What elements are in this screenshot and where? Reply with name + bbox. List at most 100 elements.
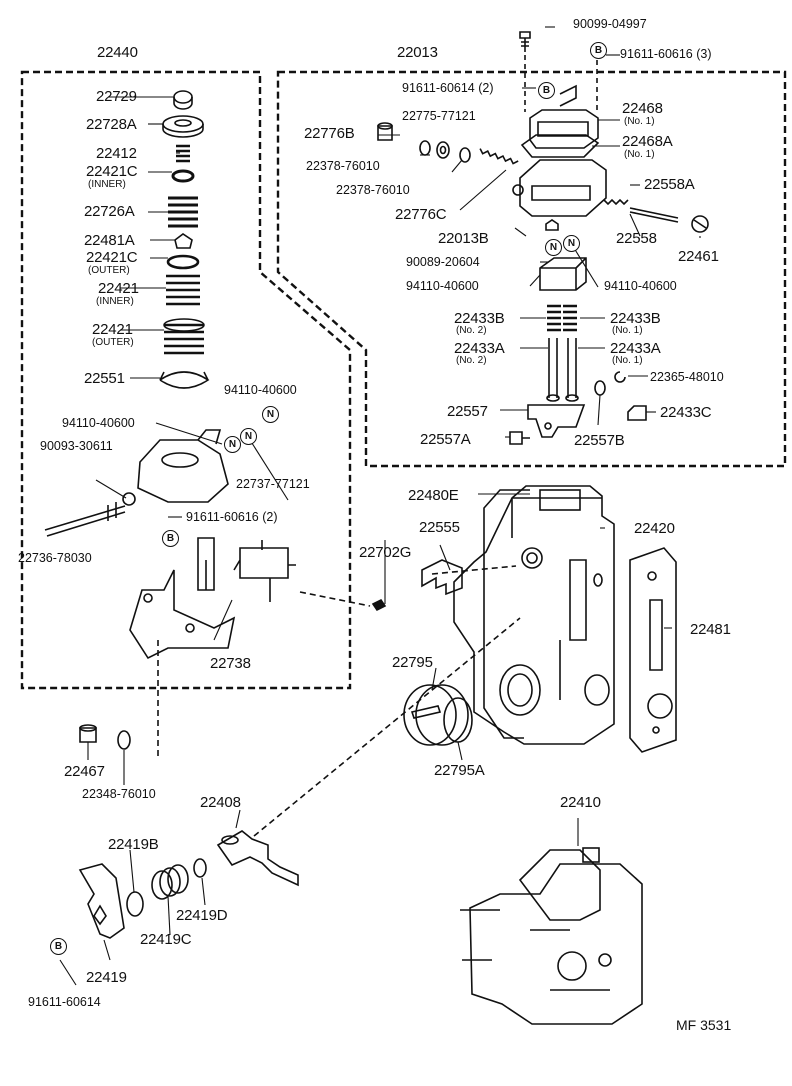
part-22776B-drawing (377, 122, 393, 141)
bracket-22736-assembly-drawing (44, 429, 229, 537)
washer-22557B-drawing (594, 380, 606, 396)
label-94110-d: 94110-40600 (604, 279, 677, 293)
housing-22420-drawing (453, 485, 615, 745)
label-22013B: 22013B (438, 230, 489, 247)
label-91611-60616-3: 91611-60616 (3) (620, 47, 712, 61)
label-22419B: 22419B (108, 836, 159, 853)
ring-22348-drawing (117, 730, 131, 750)
nut-22481A-drawing (174, 233, 193, 249)
footer-code: MF 3531 (676, 1017, 732, 1033)
label-22419D: 22419D (176, 907, 228, 924)
nut-badge-n-5: N (563, 235, 580, 252)
retainer-22728A-drawing (162, 115, 204, 138)
label-22378-a: 22378-76010 (306, 159, 380, 173)
nut-badge-n-1: N (262, 406, 279, 423)
bolt-22557A-drawing (509, 431, 530, 445)
label-22433A-no1: 22433A (610, 340, 661, 357)
label-22729: 22729 (96, 88, 137, 105)
gasket-22468A-drawing (520, 134, 600, 158)
label-outer-1: (OUTER) (88, 265, 130, 276)
label-22468A: 22468A (622, 133, 673, 150)
label-22348: 22348-76010 (82, 787, 156, 801)
label-no1-a: (No. 1) (624, 116, 655, 127)
bolt-badge-b-1: B (162, 530, 179, 547)
label-22365: 22365-48010 (650, 370, 724, 384)
bolt-badge-b-4: B (50, 938, 67, 955)
label-22480E: 22480E (408, 487, 459, 504)
label-22481: 22481 (690, 621, 731, 638)
bushing-22467-drawing (79, 724, 97, 743)
label-94110-b: 94110-40600 (62, 416, 135, 430)
nut-22433C-drawing (627, 405, 647, 421)
label-22728A: 22728A (86, 116, 137, 133)
spring-22558A-drawing (603, 198, 629, 206)
group-label-22440: 22440 (97, 44, 138, 61)
spring-22412-drawing (176, 144, 190, 163)
bolt-badge-b-2: B (590, 42, 607, 59)
label-22410: 22410 (560, 794, 601, 811)
label-22775: 22775-77121 (402, 109, 476, 123)
label-22408: 22408 (200, 794, 241, 811)
lever-22738-drawing (129, 537, 296, 660)
label-outer-2: (OUTER) (92, 337, 134, 348)
label-22461: 22461 (678, 248, 719, 265)
bolt-badge-b-3: B (538, 82, 555, 99)
lever-22408-drawing (216, 830, 299, 887)
springs-22433B-drawing (547, 304, 577, 332)
label-22467: 22467 (64, 763, 105, 780)
spring-22726A-drawing (168, 196, 198, 228)
label-22795: 22795 (392, 654, 433, 671)
label-90089: 90089-20604 (406, 255, 480, 269)
label-22738: 22738 (210, 655, 251, 672)
label-22795A: 22795A (434, 762, 485, 779)
label-22419: 22419 (86, 969, 127, 986)
cap-22795-drawing (403, 684, 473, 746)
washer-22419B-drawing (126, 891, 144, 917)
seat-22421C-inner-drawing (171, 169, 195, 183)
spring-22421-inner-drawing (166, 274, 200, 306)
label-no1-d: (No. 1) (612, 355, 643, 366)
ring-22419D-drawing (193, 858, 207, 878)
block-94110-drawing (539, 257, 587, 291)
nut-badge-n-4: N (545, 239, 562, 256)
label-22420: 22420 (634, 520, 675, 537)
washer-22378-a-drawing (419, 140, 431, 156)
ring-22365-drawing (614, 371, 626, 383)
label-no2-b: (No. 2) (456, 355, 487, 366)
label-22702G: 22702G (359, 544, 412, 561)
label-22776B: 22776B (304, 125, 355, 142)
plug-22461-drawing (691, 215, 709, 233)
label-22558A: 22558A (644, 176, 695, 193)
label-22433C: 22433C (660, 404, 712, 421)
plate-22419-drawing (78, 863, 125, 939)
label-22468: 22468 (622, 100, 663, 117)
label-22378-b: 22378-76010 (336, 183, 410, 197)
leader-lines (59, 26, 701, 986)
rods-22433A-drawing (546, 338, 579, 402)
part-22775-drawing (436, 141, 450, 159)
label-22558: 22558 (616, 230, 657, 247)
label-inner-2: (INNER) (96, 296, 134, 307)
gasket-22480E-drawing (483, 489, 530, 739)
rod-22558-drawing (629, 207, 679, 223)
label-22433B-no1: 22433B (610, 310, 661, 327)
group-label-22013: 22013 (397, 44, 438, 61)
label-22557B: 22557B (574, 432, 625, 449)
dashed-link-22408 (253, 617, 521, 837)
housing-22013B-drawing (512, 159, 607, 217)
label-22737: 22737-77121 (236, 477, 310, 491)
label-22481A: 22481A (84, 232, 135, 249)
pin-22702G-drawing (371, 598, 387, 612)
group-box-22440 (20, 70, 352, 690)
label-22421C-outer: 22421C (86, 249, 138, 266)
washer-22378-b-drawing (459, 147, 471, 163)
label-22412: 22412 (96, 145, 137, 162)
nut-90089-drawing (545, 219, 559, 231)
label-22555: 22555 (419, 519, 460, 536)
label-22433A-no2: 22433A (454, 340, 505, 357)
bolt-90099-drawing (519, 31, 531, 52)
label-94110-a: 94110-40600 (224, 383, 297, 397)
seat-22421C-outer-drawing (166, 254, 200, 270)
label-22421-outer: 22421 (92, 321, 133, 338)
